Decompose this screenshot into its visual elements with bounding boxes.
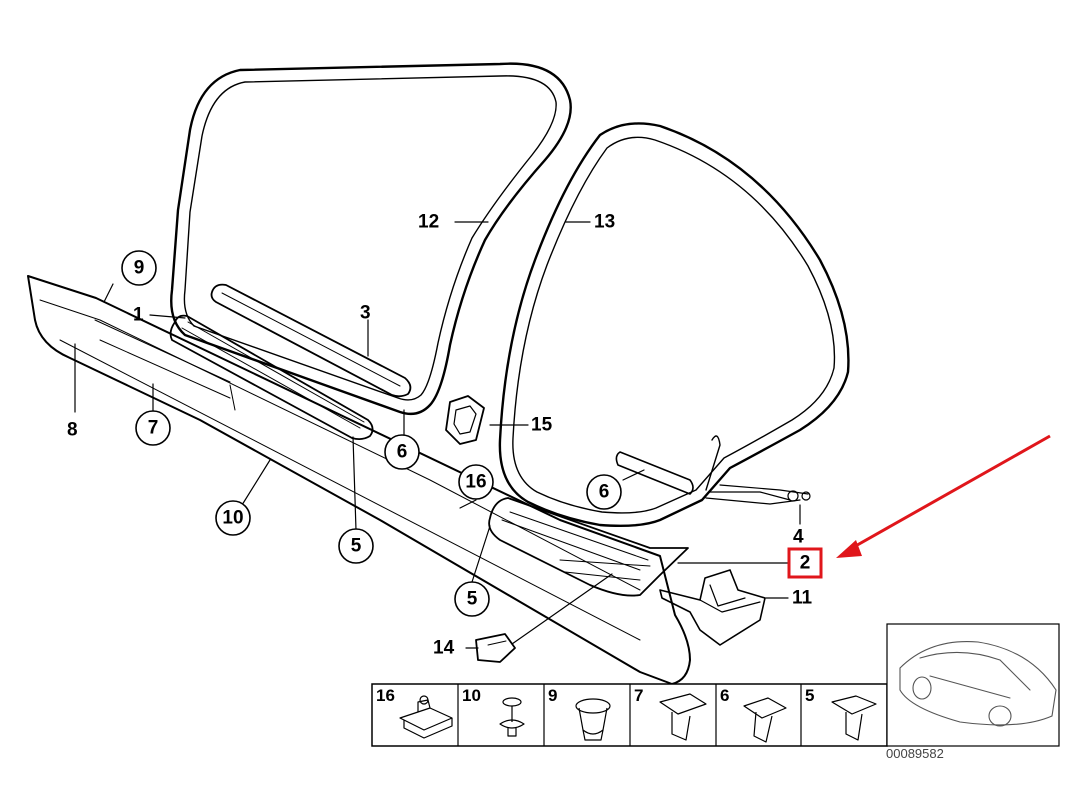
label-3: 3 [360,303,371,324]
vehicle-thumbnail: 00089582 [886,623,1060,761]
label-16: 16 [465,472,486,493]
label-6-rear: 6 [599,482,610,503]
fastener-label-16: 16 [376,686,395,705]
label-8: 8 [67,420,78,441]
diagram-id: 00089582 [886,746,944,761]
label-10: 10 [222,508,243,529]
part-labels: 9 1 3 8 7 10 6 5 12 13 15 16 6 5 4 2 11 … [67,212,813,659]
label-6-front: 6 [397,442,408,463]
label-2: 2 [800,553,811,574]
rear-sill-trim [615,451,694,495]
fastener-label-10: 10 [462,686,481,705]
label-13: 13 [594,212,615,233]
clip-cover [475,633,516,663]
label-5-front: 5 [351,536,362,557]
front-door-seal [170,62,572,416]
leader-lines [74,221,801,649]
label-12: 12 [418,212,439,233]
label-4: 4 [793,527,804,548]
front-entry-strip [169,314,374,441]
retaining-clip [445,395,485,445]
fastener-strip: 16 10 9 7 6 5 [371,683,888,747]
label-9: 9 [134,258,145,279]
label-14: 14 [433,638,455,659]
cable-bundle [705,435,811,505]
rocker-panel [27,275,691,685]
rear-entry-strip [488,497,689,597]
highlight-annotation [787,434,1051,579]
fastener-label-6: 6 [720,686,729,705]
front-sill-trim [210,283,412,398]
fastener-label-7: 7 [634,686,643,705]
label-15: 15 [531,415,553,436]
label-7: 7 [148,418,159,439]
bracket [659,569,766,646]
fastener-label-5: 5 [805,686,814,705]
fastener-label-9: 9 [548,686,557,705]
label-5-rear: 5 [467,589,478,610]
label-11: 11 [792,588,813,609]
rear-door-seal [498,122,850,528]
label-1: 1 [133,305,144,326]
